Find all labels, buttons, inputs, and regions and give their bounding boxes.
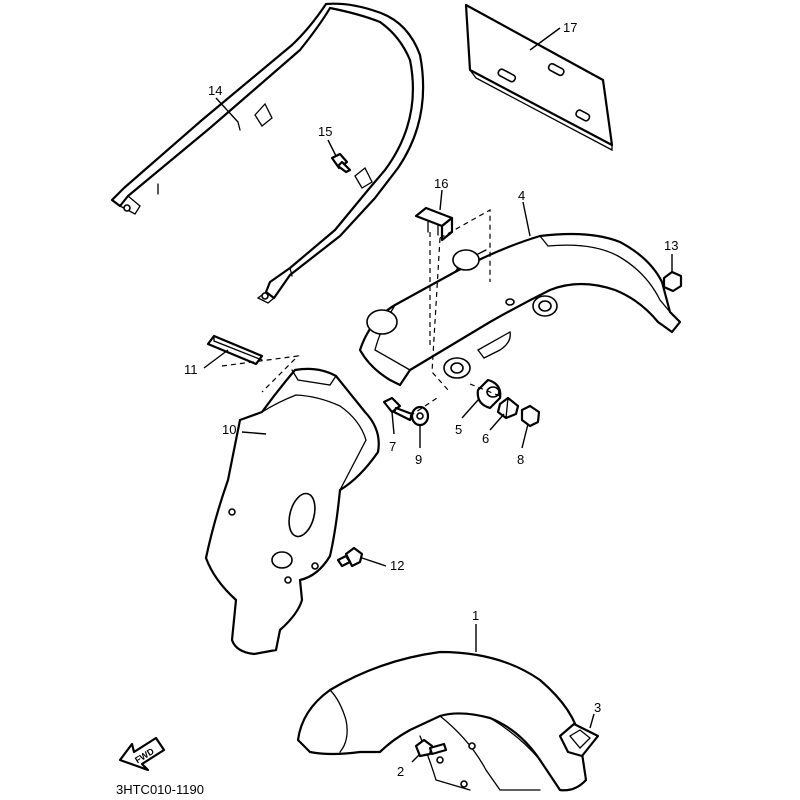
callout-4: 4 xyxy=(518,188,525,203)
callout-12: 12 xyxy=(390,558,404,573)
callout-13: 13 xyxy=(664,238,678,253)
part-15-bolt xyxy=(330,152,352,174)
part-7-bolt xyxy=(382,383,501,422)
part-5-collar xyxy=(476,378,502,410)
drawing-code: 3HTC010-1190 xyxy=(116,782,204,797)
part-1-front-fender xyxy=(296,650,588,792)
part-14-grab-rail xyxy=(110,2,425,304)
part-4-rear-fender xyxy=(358,232,682,387)
callout-17: 17 xyxy=(563,20,577,35)
callout-numbers: 1 2 3 4 5 6 7 8 9 10 11 12 13 14 15 16 1… xyxy=(184,20,678,779)
callout-8: 8 xyxy=(517,452,524,467)
part-9-washer xyxy=(410,405,430,427)
part-2-bolt xyxy=(414,738,448,758)
leader-lines xyxy=(203,27,673,763)
callout-6: 6 xyxy=(482,431,489,446)
part-17-plate-bracket xyxy=(464,3,614,152)
part-6-spacer xyxy=(496,396,520,420)
part-12-bolt xyxy=(336,546,364,568)
callout-15: 15 xyxy=(318,124,332,139)
callout-11: 11 xyxy=(184,362,198,377)
callout-16: 16 xyxy=(434,176,448,191)
callout-9: 9 xyxy=(415,452,422,467)
part-11-damper xyxy=(206,334,300,393)
part-10-inner-fender xyxy=(204,367,380,656)
callout-14: 14 xyxy=(208,83,222,98)
callout-3: 3 xyxy=(594,700,601,715)
callout-1: 1 xyxy=(472,608,479,623)
part-8-nut xyxy=(520,404,541,428)
callout-5: 5 xyxy=(455,422,462,437)
callout-7: 7 xyxy=(389,439,396,454)
part-3-bracket xyxy=(558,722,600,758)
forward-arrow-icon: FWD xyxy=(118,736,166,772)
callout-2: 2 xyxy=(397,764,404,779)
part-13-nut xyxy=(662,270,683,293)
part-16-bracket xyxy=(414,206,491,391)
callout-10: 10 xyxy=(222,422,236,437)
